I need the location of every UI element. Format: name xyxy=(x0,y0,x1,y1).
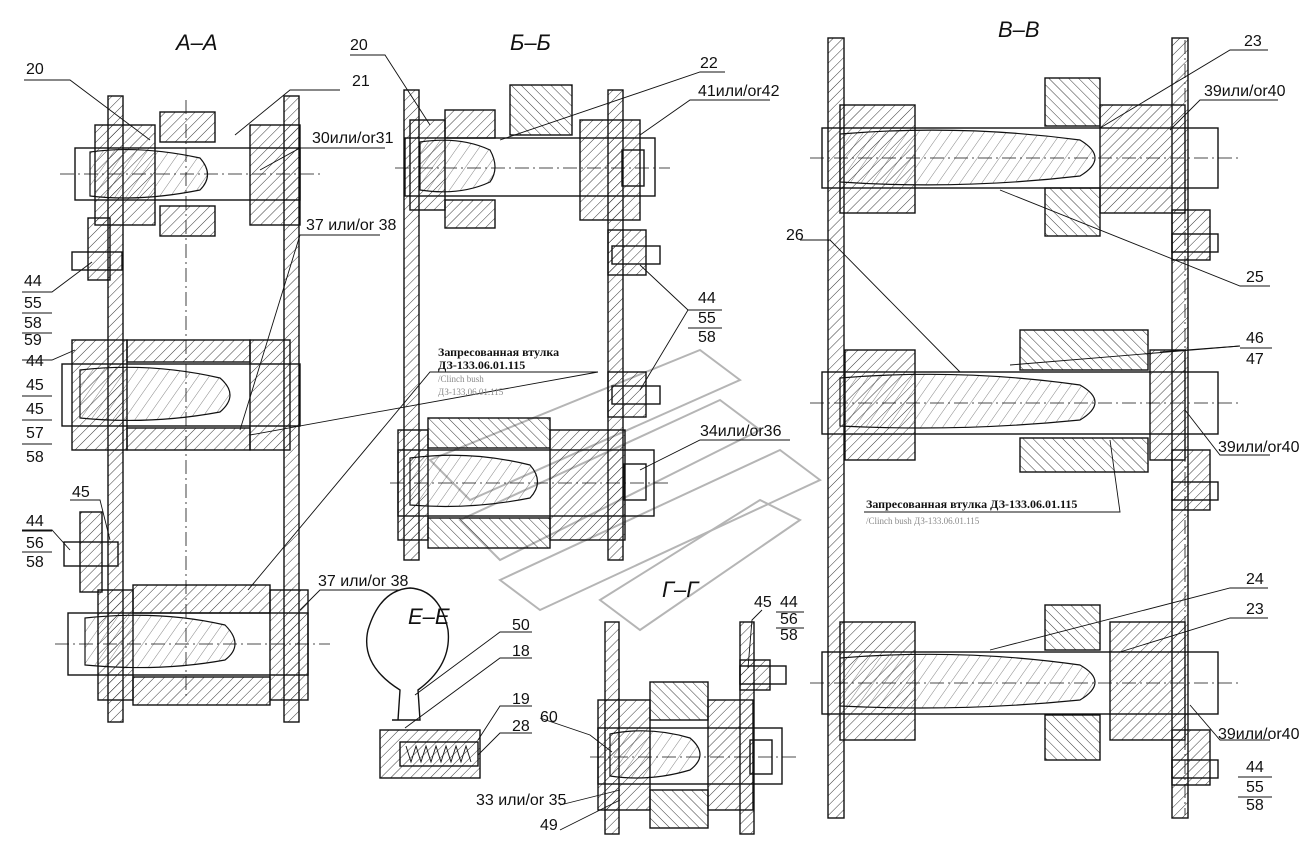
part-label: 25 xyxy=(1246,269,1264,286)
part-label: 45 xyxy=(72,484,90,501)
part-label: 37 или/or 38 xyxy=(306,217,396,234)
part-label: 23 xyxy=(1244,33,1262,50)
section-ee xyxy=(366,587,481,779)
part-label: 58 xyxy=(24,315,42,332)
part-label: 44 xyxy=(1246,759,1264,776)
section-title-bb: Б–Б xyxy=(510,30,551,55)
part-label: 44 xyxy=(26,353,44,370)
part-label: 44 xyxy=(24,273,42,290)
part-label: 18 xyxy=(512,643,530,660)
part-label: 19 xyxy=(512,691,530,708)
part-label: 37 или/or 38 xyxy=(318,573,408,590)
part-label: 24 xyxy=(1246,571,1264,588)
part-label: 20 xyxy=(26,61,44,78)
part-label: 57 xyxy=(26,425,44,442)
section-gg xyxy=(590,621,800,835)
part-label: 44 xyxy=(698,290,716,307)
part-label: 59 xyxy=(24,332,42,349)
part-labels: 20 21 30или/or31 37 или/or 38 44 55 58 5… xyxy=(22,33,1300,834)
leader-lines xyxy=(22,49,1278,831)
section-title-aa: А–А xyxy=(174,30,218,55)
section-title-ee: Е–Е xyxy=(408,604,450,629)
note-bushing-bb-en: /Clinch bush xyxy=(438,374,484,384)
note-bushing-vv: Запресованная втулка ДЗ-133.06.01.115 xyxy=(866,497,1077,511)
part-label: 33 или/or 35 xyxy=(476,792,566,809)
part-label: 45 xyxy=(26,377,44,394)
part-label: 46 xyxy=(1246,330,1264,347)
part-label: 39или/or40 xyxy=(1218,726,1300,743)
part-label: 22 xyxy=(700,55,718,72)
note-bushing-vv-en: /Clinch bush ДЗ-133.06.01.115 xyxy=(866,516,980,526)
part-label: 44 xyxy=(780,594,798,611)
section-vv xyxy=(810,37,1240,819)
part-label: 30или/or31 xyxy=(312,130,394,147)
part-label: 58 xyxy=(698,329,716,346)
note-bushing-bb-en-code: ДЗ-133.06.01.115 xyxy=(438,387,504,397)
part-label: 55 xyxy=(698,310,716,327)
part-label: 39или/or40 xyxy=(1218,439,1300,456)
part-label: 45 xyxy=(26,401,44,418)
section-aa xyxy=(55,95,330,723)
part-label: 21 xyxy=(352,73,370,90)
part-label: 28 xyxy=(512,718,530,735)
part-label: 56 xyxy=(780,611,798,628)
part-label: 55 xyxy=(24,295,42,312)
part-label: 26 xyxy=(786,227,804,244)
part-label: 44 xyxy=(26,513,44,530)
part-label: 47 xyxy=(1246,351,1264,368)
part-label: 20 xyxy=(350,37,368,54)
note-bushing-bb-code: ДЗ-133.06.01.115 xyxy=(438,358,525,372)
part-label: 39или/or40 xyxy=(1204,83,1286,100)
section-title-gg: Г–Г xyxy=(662,577,700,602)
section-bb xyxy=(390,84,670,561)
part-label: 58 xyxy=(26,554,44,571)
note-bushing-bb: Запресованная втулка xyxy=(438,345,559,359)
part-label: 45 xyxy=(754,594,772,611)
part-label: 41или/or42 xyxy=(698,83,780,100)
part-label: 55 xyxy=(1246,779,1264,796)
section-title-vv: В–В xyxy=(998,17,1040,42)
part-label: 34или/or36 xyxy=(700,423,782,440)
part-label: 60 xyxy=(540,709,558,726)
part-label: 58 xyxy=(26,449,44,466)
part-label: 56 xyxy=(26,535,44,552)
part-label: 49 xyxy=(540,817,558,834)
part-label: 58 xyxy=(780,627,798,644)
part-label: 23 xyxy=(1246,601,1264,618)
part-label: 50 xyxy=(512,617,530,634)
part-label: 58 xyxy=(1246,797,1264,814)
